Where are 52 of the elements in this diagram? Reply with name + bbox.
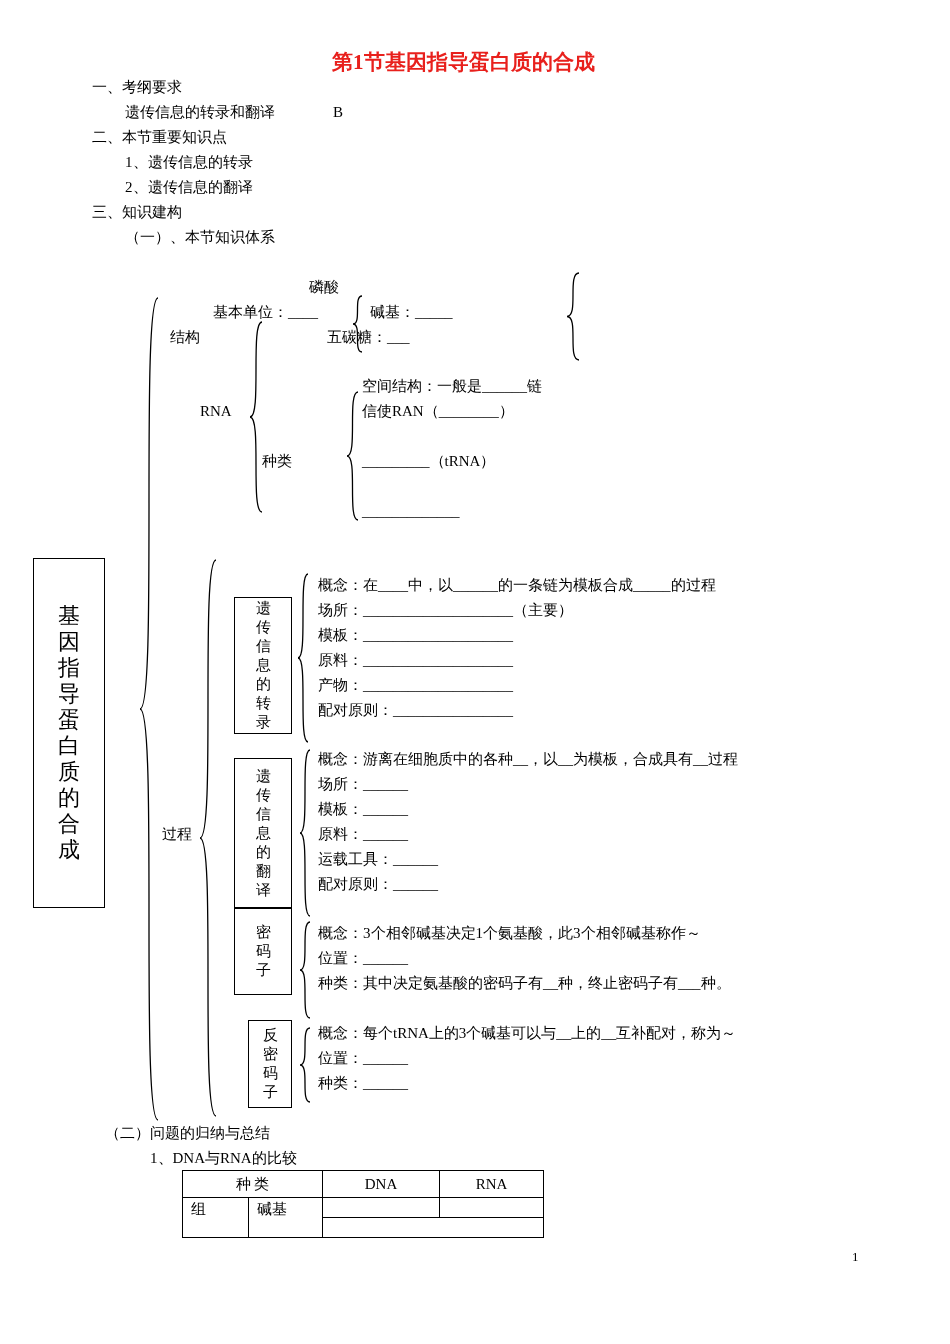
fill-in-text: 五碳糖：___ bbox=[327, 328, 410, 346]
title: 第1节基因指导蛋白质的合成 bbox=[332, 49, 595, 75]
fill-in-text: _________（tRNA） bbox=[362, 452, 496, 470]
fill-in-text: 产物：____________________ bbox=[318, 676, 513, 694]
section-heading: （二）问题的归纳与总结 bbox=[105, 1124, 270, 1142]
text-line: 1、遗传信息的转录 bbox=[125, 153, 253, 171]
fill-in-text: 种类 bbox=[262, 452, 292, 470]
fill-in-text: 场所：______ bbox=[318, 775, 408, 793]
fill-in-text: 种类：其中决定氨基酸的密码子有__种，终止密码子有___种。 bbox=[318, 974, 731, 992]
text-line: 2、遗传信息的翻译 bbox=[125, 178, 253, 196]
fill-in-text: 空间结构：一般是______链 bbox=[362, 377, 542, 395]
fill-in-text: 基本单位：____ bbox=[213, 303, 318, 321]
table-cell: 种 类 bbox=[182, 1170, 323, 1198]
section-heading: 1、DNA与RNA的比较 bbox=[150, 1149, 297, 1167]
text-line: （一）、本节知识体系 bbox=[125, 228, 275, 246]
fill-in-text: 概念：每个tRNA上的3个碱基可以与__上的__互补配对，称为～ bbox=[318, 1024, 737, 1042]
fill-in-text: 概念：游离在细胞质中的各种__，以__为模板，合成具有__过程 bbox=[318, 750, 738, 768]
fill-in-text: 概念：在____中，以______的一条链为模板合成_____的过程 bbox=[318, 576, 716, 594]
fill-in-text: 场所：____________________（主要） bbox=[318, 601, 573, 619]
topic-box: 遗传信息的转录 bbox=[234, 597, 292, 734]
fill-in-text: 模板：______ bbox=[318, 800, 408, 818]
topic-box: 密码子 bbox=[234, 908, 292, 995]
fill-in-text: 配对原则：______ bbox=[318, 875, 438, 893]
topic-box: 反密码子 bbox=[248, 1020, 292, 1108]
fill-in-text: 过程 bbox=[162, 825, 192, 843]
table-cell: DNA bbox=[322, 1170, 440, 1198]
table-cell: RNA bbox=[439, 1170, 544, 1198]
text-line: 遗传信息的转录和翻译 bbox=[125, 103, 275, 121]
page-number: 1 bbox=[852, 1248, 859, 1266]
fill-in-text: 结构 bbox=[170, 328, 200, 346]
fill-in-text: 原料：______ bbox=[318, 825, 408, 843]
fill-in-text: 种类：______ bbox=[318, 1074, 408, 1092]
fill-in-text: 磷酸 bbox=[309, 278, 339, 296]
text-line: 一、考纲要求 bbox=[92, 78, 182, 96]
table-cell: 组 bbox=[182, 1197, 249, 1238]
table-cell: 碱基 bbox=[248, 1197, 323, 1238]
fill-in-text: 碱基：_____ bbox=[370, 303, 453, 321]
fill-in-text: _____________ bbox=[362, 502, 460, 520]
fill-in-text: 概念：3个相邻碱基决定1个氨基酸，此3个相邻碱基称作～ bbox=[318, 924, 701, 942]
fill-in-text: 运载工具：______ bbox=[318, 850, 438, 868]
topic-box: 基因指导蛋白质的合成 bbox=[33, 558, 105, 908]
text-line: 二、本节重要知识点 bbox=[92, 128, 227, 146]
grade-letter: B bbox=[333, 103, 343, 121]
fill-in-text: 配对原则：________________ bbox=[318, 701, 513, 719]
text-line: 三、知识建构 bbox=[92, 203, 182, 221]
fill-in-text: 信使RAN（________） bbox=[362, 402, 514, 420]
fill-in-text: 位置：______ bbox=[318, 949, 408, 967]
fill-in-text: 位置：______ bbox=[318, 1049, 408, 1067]
fill-in-text: 原料：____________________ bbox=[318, 651, 513, 669]
fill-in-text: RNA bbox=[200, 402, 232, 420]
topic-box: 遗传信息的翻译 bbox=[234, 758, 292, 908]
fill-in-text: 模板：____________________ bbox=[318, 626, 513, 644]
